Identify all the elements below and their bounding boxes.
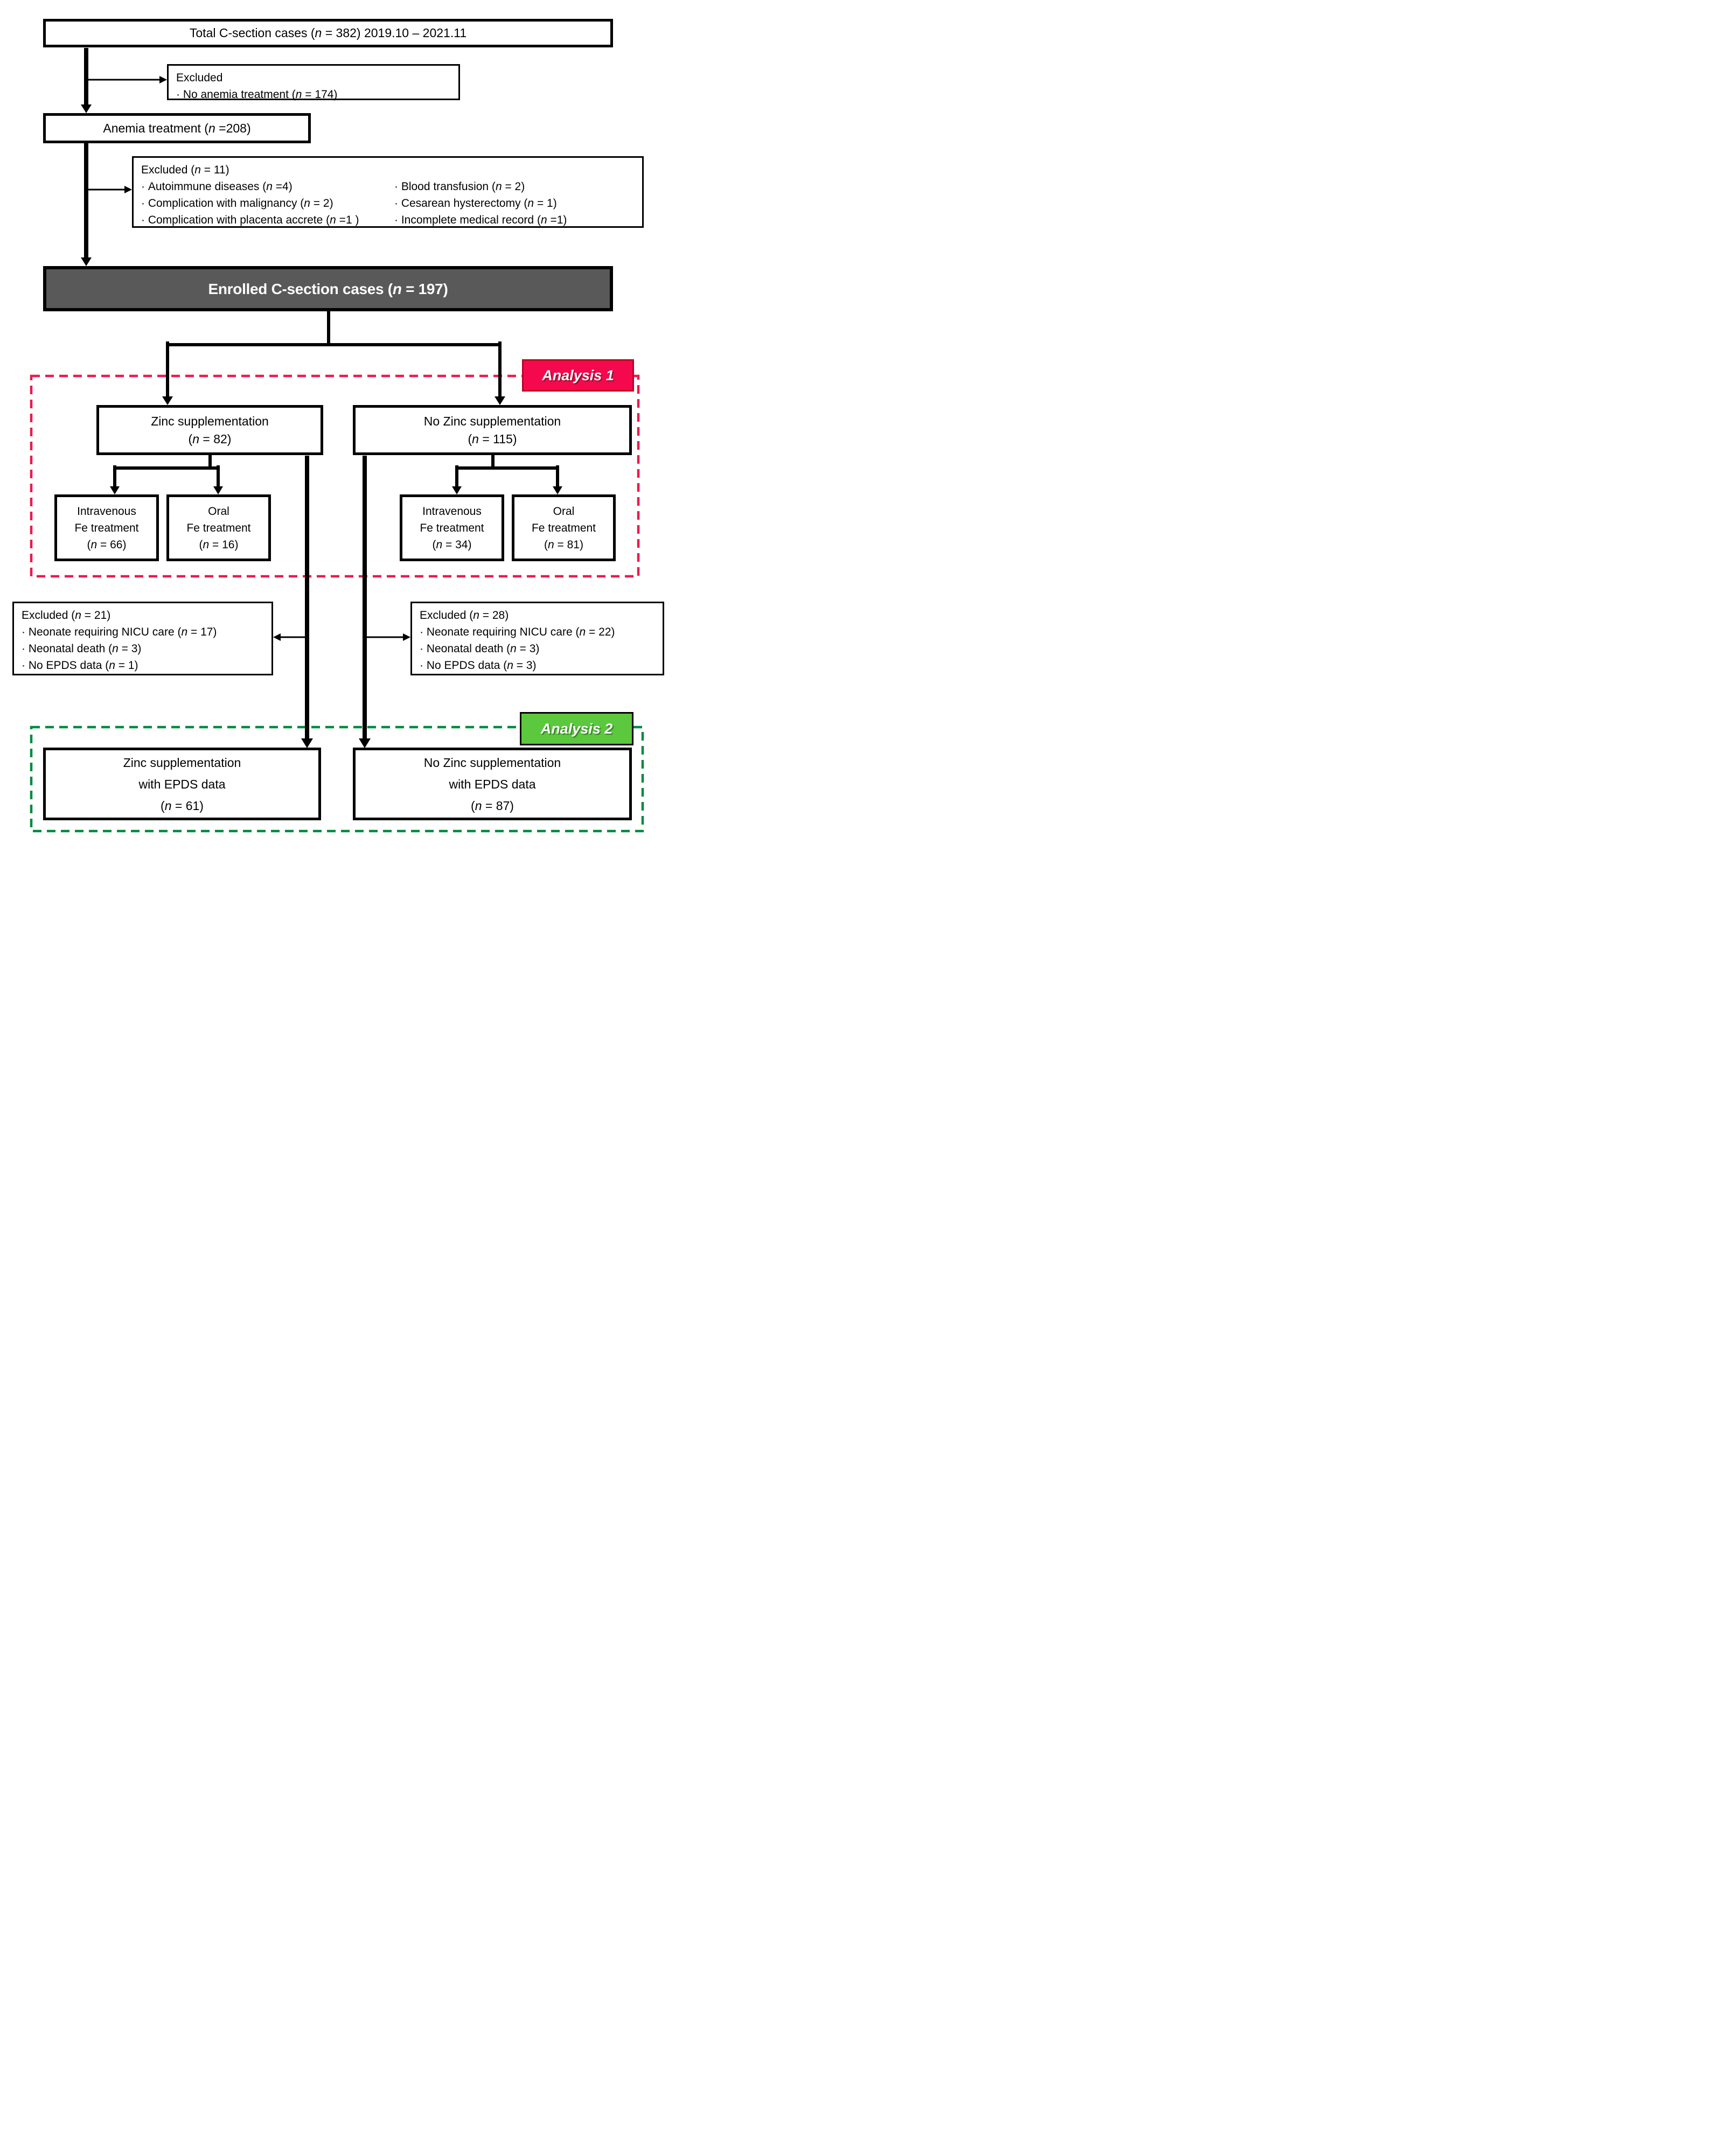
arrow-zinc-to-epds: [301, 456, 313, 748]
zinc-epds-box: Zinc supplementation with EPDS data (n =…: [43, 748, 321, 820]
analysis1-text: Analysis 1: [542, 367, 614, 383]
arrow-zinc-fe-split: [110, 453, 223, 494]
excluded-item: Cesarean hysterectomy (n = 1): [394, 195, 635, 212]
anemia-treatment-text: Anemia treatment (n =208): [103, 121, 251, 135]
no-zinc-epds-line: (n = 87): [471, 798, 514, 813]
oral-fe-zinc-line: (n = 16): [199, 538, 239, 551]
excluded-pre-enrollment-box: Excluded (n = 11) Autoimmune diseases (n…: [132, 156, 644, 228]
excluded-item: Blood transfusion (n = 2): [394, 178, 635, 195]
no-zinc-line: No Zinc supplementation: [423, 414, 561, 428]
analysis1-dashed-region: [30, 374, 640, 578]
iv-fe-zinc-box: Intravenous Fe treatment (n = 66): [54, 494, 159, 561]
iv-fe-no-zinc-line: Intravenous: [422, 505, 482, 518]
zinc-epds-line: Zinc supplementation: [123, 755, 241, 770]
iv-fe-zinc-line: Fe treatment: [74, 521, 139, 534]
excluded-item: Incomplete medical record (n =1): [394, 212, 635, 228]
excluded-pre-enrollment-right-column: Blood transfusion (n = 2) Cesarean hyste…: [394, 178, 635, 228]
no-zinc-epds-box: No Zinc supplementation with EPDS data (…: [353, 748, 632, 820]
excluded-item: No EPDS data (n = 3): [420, 657, 537, 674]
oral-fe-no-zinc-line: Oral: [553, 505, 575, 518]
arrow-enrolled-split: [162, 309, 505, 405]
analysis1-label: Analysis 1: [522, 359, 634, 392]
excluded-item: Neonatal death (n = 3): [22, 640, 142, 657]
arrow-no-zinc-fe-split: [452, 453, 562, 494]
analysis2-label: Analysis 2: [520, 712, 633, 745]
arrow-no-zinc-to-epds: [359, 456, 371, 748]
arrow-total-to-anemia: [81, 48, 92, 113]
oral-fe-no-zinc-line: (n = 81): [544, 538, 583, 551]
total-cases-text: Total C-section cases (n = 382) 2019.10 …: [189, 26, 467, 40]
analysis2-text: Analysis 2: [540, 720, 613, 737]
excluded-no-anemia-item: No anemia treatment (n = 174): [176, 86, 338, 103]
anemia-treatment-box: Anemia treatment (n =208): [43, 113, 311, 143]
oral-fe-no-zinc-box: Oral Fe treatment (n = 81): [512, 494, 616, 561]
arrow-to-excluded-zinc-group: [273, 633, 307, 641]
excluded-no-anemia-box: Excluded No anemia treatment (n = 174): [167, 64, 460, 103]
no-zinc-line: (n = 115): [468, 431, 517, 446]
excluded-no-zinc-group-title: Excluded (n = 28): [420, 609, 509, 622]
excluded-pre-enrollment-left-column: Autoimmune diseases (n =4) Complication …: [141, 178, 394, 228]
excluded-pre-enrollment-title: Excluded (n = 11): [141, 164, 229, 176]
excluded-no-anemia-title: Excluded: [176, 72, 223, 84]
arrow-anemia-to-enrolled: [81, 143, 92, 266]
flow-diagram: Total C-section cases (n = 382) 2019.10 …: [0, 0, 671, 840]
iv-fe-no-zinc-box: Intravenous Fe treatment (n = 34): [400, 494, 504, 561]
enrolled-cases-box: Enrolled C-section cases (n = 197): [43, 266, 613, 311]
excluded-item: Complication with placenta accrete (n =1…: [141, 212, 394, 228]
zinc-line: Zinc supplementation: [151, 414, 269, 428]
zinc-line: (n = 82): [188, 431, 232, 446]
oral-fe-zinc-line: Fe treatment: [186, 521, 251, 534]
arrow-to-excluded-no-zinc-group: [365, 633, 410, 641]
arrow-to-excluded-pre-enrollment: [86, 186, 132, 193]
arrow-to-excluded-no-anemia: [86, 76, 167, 83]
excluded-item: Complication with malignancy (n = 2): [141, 195, 394, 212]
enrolled-cases-text: Enrolled C-section cases (n = 197): [208, 280, 448, 297]
excluded-item: No EPDS data (n = 1): [22, 657, 138, 674]
iv-fe-no-zinc-line: (n = 34): [432, 538, 472, 551]
zinc-epds-line: with EPDS data: [138, 777, 226, 791]
total-cases-box: Total C-section cases (n = 382) 2019.10 …: [43, 19, 613, 47]
oral-fe-zinc-box: Oral Fe treatment (n = 16): [166, 494, 271, 561]
excluded-item: Neonatal death (n = 3): [420, 640, 540, 657]
excluded-item: Neonate requiring NICU care (n = 22): [420, 624, 615, 640]
excluded-zinc-group-title: Excluded (n = 21): [22, 609, 111, 622]
zinc-epds-line: (n = 61): [161, 798, 204, 813]
excluded-zinc-group-box: Excluded (n = 21) Neonate requiring NICU…: [12, 602, 273, 675]
oral-fe-no-zinc-line: Fe treatment: [531, 521, 596, 534]
iv-fe-no-zinc-line: Fe treatment: [420, 521, 484, 534]
excluded-item: Neonate requiring NICU care (n = 17): [22, 624, 217, 640]
zinc-supplementation-box: Zinc supplementation (n = 82): [96, 405, 323, 455]
excluded-item: Autoimmune diseases (n =4): [141, 178, 394, 195]
iv-fe-zinc-line: (n = 66): [87, 538, 127, 551]
no-zinc-epds-line: No Zinc supplementation: [423, 755, 561, 770]
no-zinc-epds-line: with EPDS data: [449, 777, 536, 791]
analysis2-dashed-region: [30, 725, 644, 833]
oral-fe-zinc-line: Oral: [208, 505, 229, 518]
connectors-layer: [30, 48, 644, 833]
excluded-pre-enrollment-columns: Autoimmune diseases (n =4) Complication …: [141, 178, 635, 228]
excluded-no-zinc-group-box: Excluded (n = 28) Neonate requiring NICU…: [410, 602, 664, 675]
iv-fe-zinc-line: Intravenous: [77, 505, 136, 518]
no-zinc-supplementation-box: No Zinc supplementation (n = 115): [353, 405, 632, 455]
